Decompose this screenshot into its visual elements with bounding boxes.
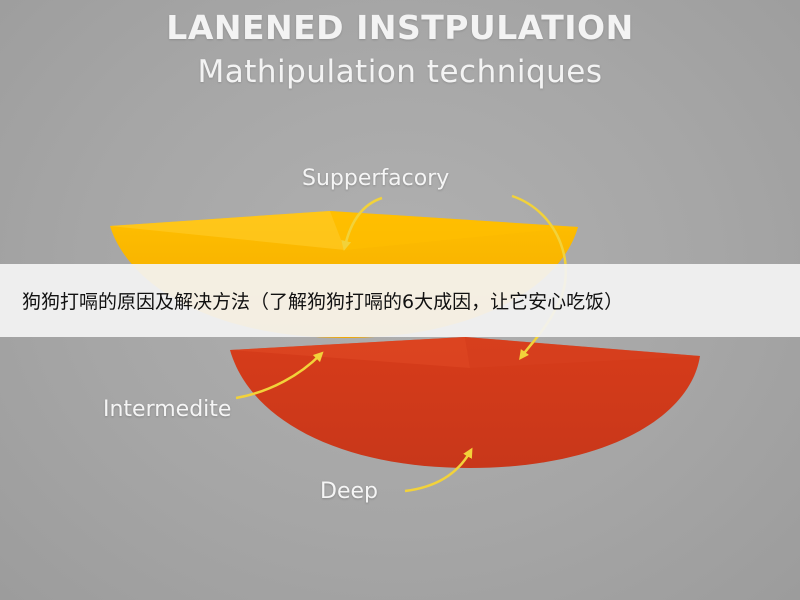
arrow-from-intermediate	[235, 351, 324, 400]
middle-layer-shape	[230, 337, 700, 468]
caption-banner-text: 狗狗打嗝的原因及解决方法（了解狗狗打嗝的6大成因，让它安心吃饭）	[22, 291, 624, 313]
caption-banner: 狗狗打嗝的原因及解决方法（了解狗狗打嗝的6大成因，让它安心吃饭）	[0, 264, 800, 337]
label-intermediate: Intermedite	[103, 397, 232, 422]
label-deep: Deep	[320, 479, 378, 504]
diagram-title: LANENED INSTPULATION	[166, 8, 634, 47]
label-superficial: Supperfacory	[302, 166, 450, 191]
diagram-subtitle: Mathipulation techniques	[197, 54, 603, 90]
arrow-to-deep-layer	[404, 447, 473, 493]
arrow-to-top-layer	[341, 196, 383, 251]
